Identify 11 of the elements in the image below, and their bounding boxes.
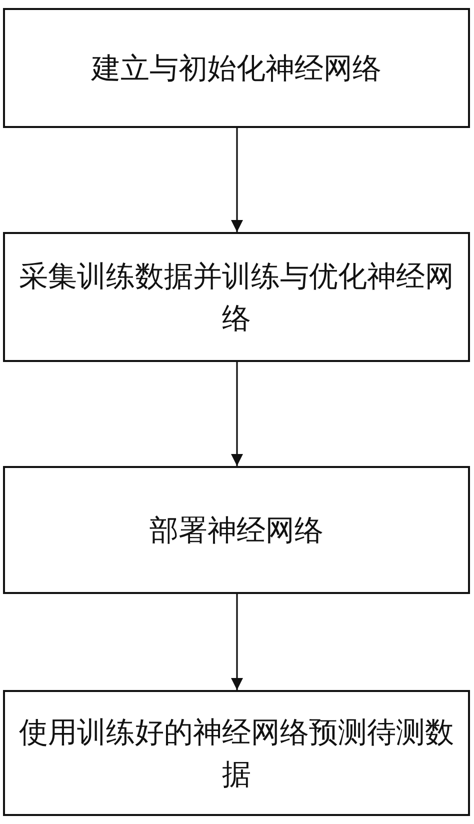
- arrow: [231, 594, 243, 690]
- step-text: 建立与初始化神经网络: [92, 50, 382, 87]
- step-text: 采集训练数据并训练与优化神经网络: [18, 258, 455, 337]
- process-box: [3, 466, 470, 594]
- step-text: 使用训练好的神经网络预测待测数据: [18, 714, 455, 793]
- process-box: [3, 8, 470, 128]
- step-text: 部署神经网络: [150, 512, 324, 549]
- arrow: [231, 362, 243, 466]
- process-box: [3, 232, 470, 362]
- arrow: [231, 128, 243, 232]
- process-box: [3, 690, 470, 816]
